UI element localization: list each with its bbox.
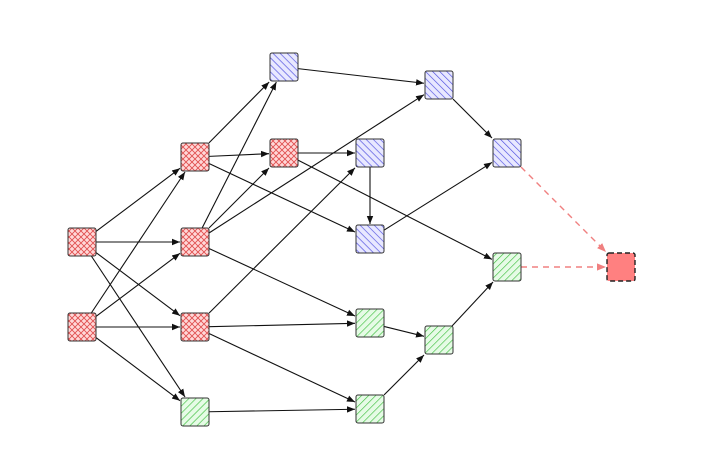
edge-b1-to-b2 (297, 68, 425, 86)
edge-r4-to-b2 (208, 94, 425, 234)
edge-r4-to-b1 (201, 81, 277, 229)
edge-r4-to-r6 (208, 167, 270, 229)
node-b3 (355, 138, 385, 168)
edge-r2-to-r3 (90, 171, 186, 314)
edge-g3-to-g5 (451, 281, 494, 327)
edge-r1-to-r5 (95, 252, 181, 317)
node-g1 (180, 397, 210, 427)
edge-r1-to-r3 (95, 167, 181, 232)
node-b5 (492, 138, 522, 168)
edge-g1-to-g4 (208, 406, 356, 413)
edge-b4-to-b5 (383, 161, 493, 231)
edge-r3-to-b4 (208, 163, 356, 233)
edge-r2-to-g1 (95, 337, 181, 402)
edge-r4-to-g2 (208, 247, 356, 317)
edges-layer (90, 68, 607, 413)
node-r4 (180, 227, 210, 257)
edge-r3-to-b1 (208, 81, 270, 144)
nodes-layer (67, 52, 636, 427)
node-g2 (355, 308, 385, 338)
edge-b5-to-sink (520, 166, 607, 253)
node-b4 (355, 224, 385, 254)
edge-b2-to-b5 (452, 98, 493, 139)
node-r5 (180, 312, 210, 342)
edge-r5-to-g2 (208, 320, 356, 328)
edge-r5-to-b3 (208, 167, 356, 314)
node-sink (606, 252, 636, 282)
node-r2 (67, 312, 97, 342)
edge-g4-to-g3 (383, 354, 425, 396)
node-g3 (424, 325, 454, 355)
edge-r5-to-g4 (208, 333, 356, 403)
node-b2 (424, 70, 454, 100)
edge-g2-to-g3 (383, 325, 425, 338)
edge-r2-to-r4 (95, 252, 181, 317)
node-r6 (269, 138, 299, 168)
node-g5 (492, 252, 522, 282)
node-g4 (355, 394, 385, 424)
edge-r6-to-g5 (297, 159, 493, 260)
node-b1 (269, 52, 299, 82)
node-r3 (180, 142, 210, 172)
node-r1 (67, 227, 97, 257)
